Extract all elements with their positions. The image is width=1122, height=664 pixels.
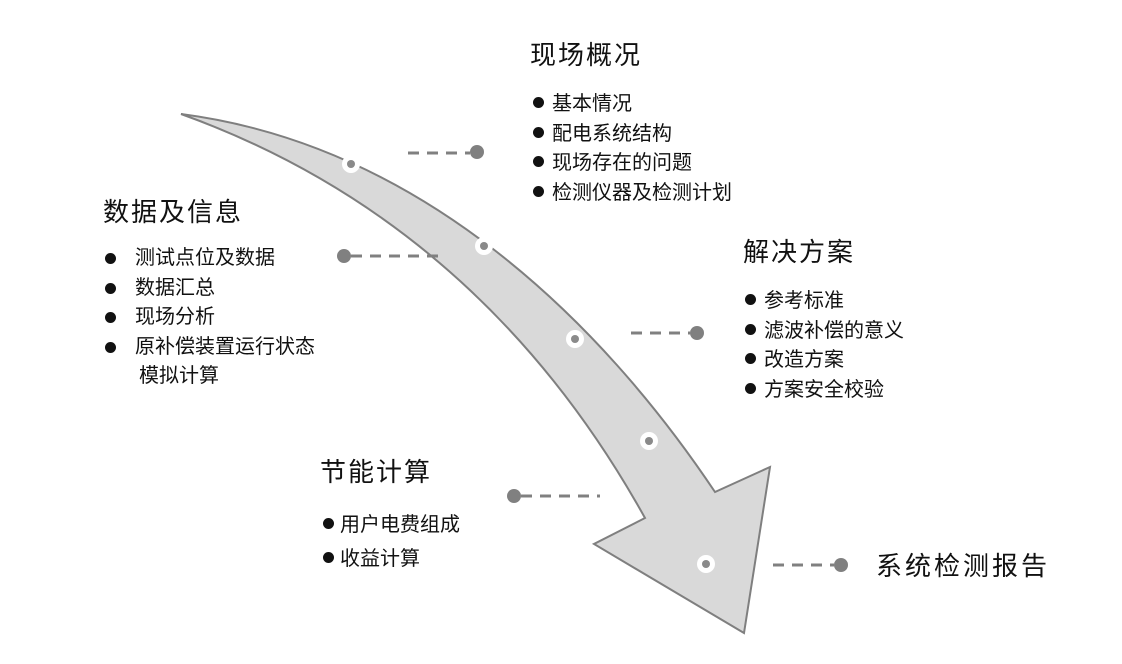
section-title-energy-saving: 节能计算 xyxy=(320,458,433,488)
arrow-milestone-markers xyxy=(342,155,715,573)
section-title-solution: 解决方案 xyxy=(743,238,856,268)
section-list-energy-saving: 用户电费组成 收益计算 xyxy=(323,507,460,575)
bullet-icon xyxy=(105,253,116,264)
bullet-icon xyxy=(745,353,756,364)
connector-1 xyxy=(408,145,484,159)
list-item: 现场存在的问题 xyxy=(533,148,732,178)
bullet-icon xyxy=(105,282,116,294)
list-item: 原补偿装置运行状态模拟计算 xyxy=(105,332,315,391)
list-item: 参考标准 xyxy=(745,286,904,316)
list-item: 滤波补偿的意义 xyxy=(745,316,904,346)
list-item: 改造方案 xyxy=(745,345,904,375)
bullet-icon xyxy=(533,156,544,167)
section-title-data-info: 数据及信息 xyxy=(103,198,244,228)
list-item-continuation: 模拟计算 xyxy=(139,363,219,387)
list-item: 测试点位及数据 xyxy=(105,243,315,273)
section-list-site-overview: 基本情况 配电系统结构 现场存在的问题 检测仪器及检测计划 xyxy=(533,89,732,207)
bullet-icon xyxy=(533,126,544,138)
bullet-icon xyxy=(533,185,544,197)
bullet-icon xyxy=(533,97,544,108)
list-item: 用户电费组成 xyxy=(323,507,460,541)
bullet-icon xyxy=(745,323,756,335)
list-item: 配电系统结构 xyxy=(533,119,732,149)
bullet-icon xyxy=(105,341,116,353)
connector-2 xyxy=(337,249,440,263)
bullet-icon xyxy=(323,552,334,563)
bullet-icon xyxy=(745,294,756,305)
connector-3 xyxy=(631,326,704,340)
bullet-icon xyxy=(105,312,116,323)
list-item: 方案安全校验 xyxy=(745,375,904,405)
section-title-site-overview: 现场概况 xyxy=(530,41,643,71)
bullet-icon xyxy=(745,382,756,394)
bullet-icon xyxy=(323,518,334,529)
list-item: 现场分析 xyxy=(105,302,315,332)
list-item: 数据汇总 xyxy=(105,273,315,303)
dashed-connectors xyxy=(337,145,848,572)
curved-arrow xyxy=(180,113,772,635)
list-item: 检测仪器及检测计划 xyxy=(533,178,732,208)
section-title-test-report: 系统检测报告 xyxy=(876,552,1051,582)
section-list-solution: 参考标准 滤波补偿的意义 改造方案 方案安全校验 xyxy=(745,286,904,404)
section-list-data-info: 测试点位及数据 数据汇总 现场分析 原补偿装置运行状态模拟计算 xyxy=(105,243,315,391)
list-item: 基本情况 xyxy=(533,89,732,119)
list-item: 收益计算 xyxy=(323,541,460,575)
connector-4 xyxy=(507,489,600,503)
connector-5 xyxy=(773,558,848,572)
